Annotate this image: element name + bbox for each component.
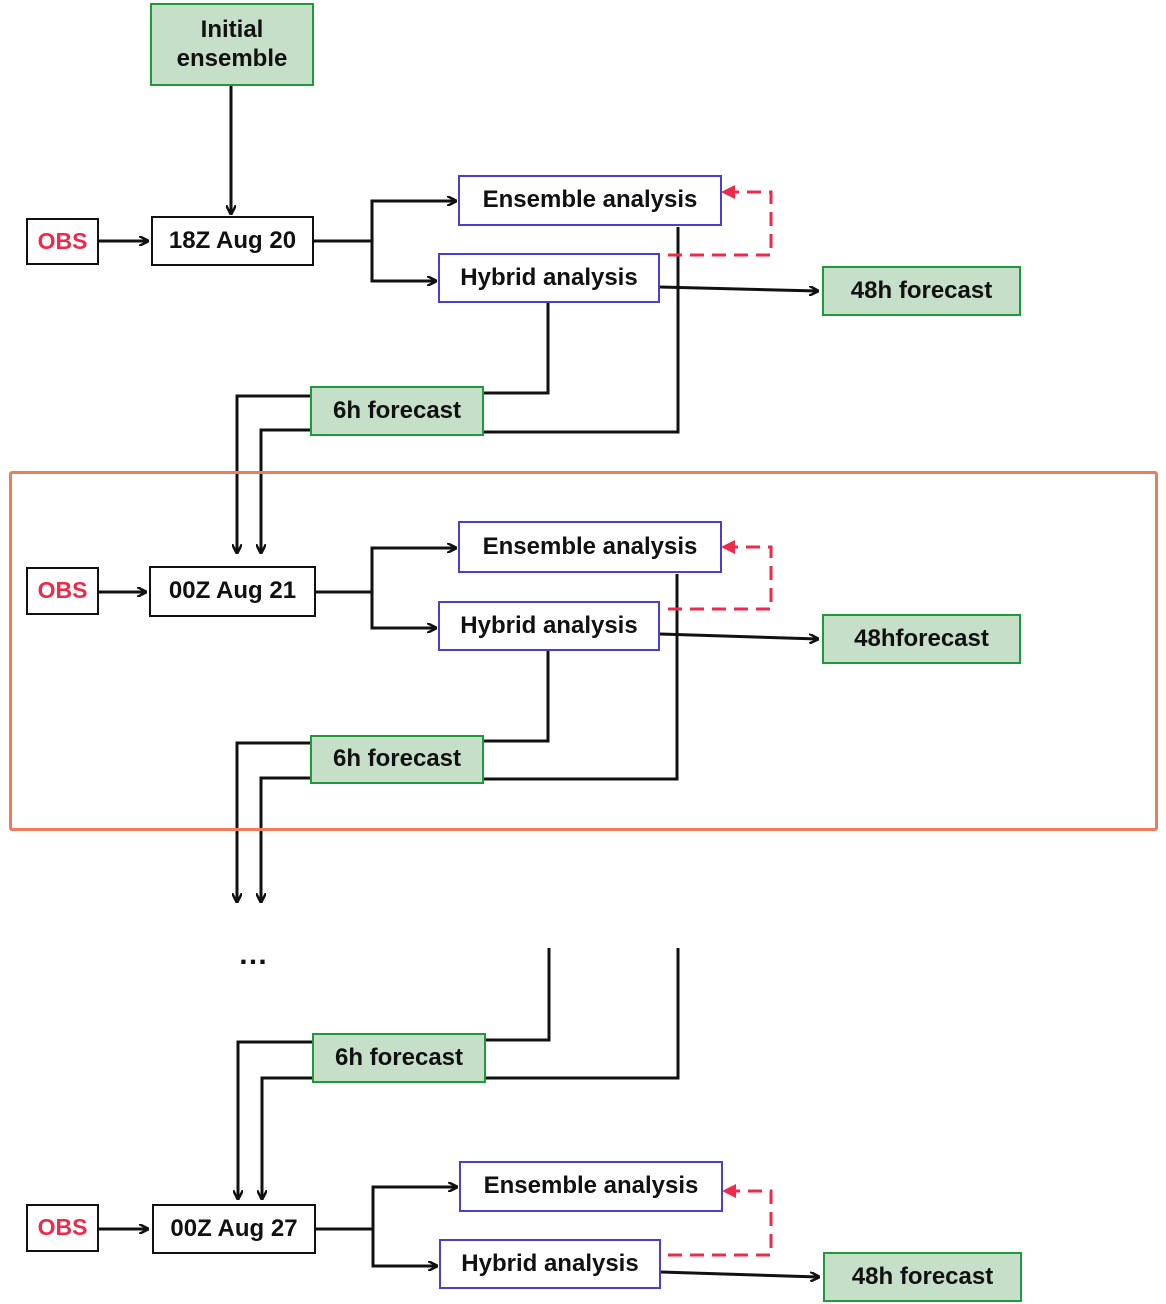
arrow-18z-to-hybrid	[370, 241, 436, 281]
time-node-00z-aug-27: 00Z Aug 27	[152, 1204, 316, 1254]
obs-node: OBS	[26, 1204, 99, 1252]
hybrid-analysis-node: Hybrid analysis	[438, 253, 660, 303]
arrow-00z27-to-ensemble	[316, 1187, 457, 1231]
arrow-18z-to-ensemble	[314, 201, 456, 243]
arrow-6h2-down-b	[261, 776, 312, 902]
feedback-loop-3	[668, 1184, 773, 1257]
obs-node: OBS	[26, 218, 99, 265]
arrow-6h-to-00z21-a	[237, 394, 312, 553]
time-node-00z-aug-21: 00Z Aug 21	[149, 566, 316, 617]
hybrid-analysis-node: Hybrid analysis	[438, 601, 660, 651]
feedback-loop-1	[668, 185, 773, 257]
ensemble-analysis-node: Ensemble analysis	[458, 175, 722, 226]
highlighted-cycle-frame	[9, 471, 1158, 831]
line-incoming-hybrid	[314, 948, 551, 1042]
forecast-6h-node: 6h forecast	[310, 386, 484, 436]
initial-ensemble-node: Initial ensemble	[150, 3, 314, 86]
continuation-ellipsis: …	[238, 938, 268, 971]
hybrid-analysis-node: Hybrid analysis	[439, 1239, 661, 1289]
arrow-6h3-to-00z27-b	[262, 1076, 314, 1199]
forecast-48h-node: 48hforecast	[822, 614, 1021, 664]
forecast-48h-node: 48h forecast	[823, 1252, 1022, 1302]
arrow-hybrid3-to-48h	[660, 1270, 819, 1277]
forecast-48h-node: 48h forecast	[822, 266, 1021, 316]
feedback-loop-2	[668, 540, 773, 611]
arrow-6h2-down-a	[237, 741, 312, 902]
arrow-hybrid2-to-48h	[659, 632, 818, 639]
ensemble-analysis-node: Ensemble analysis	[458, 521, 722, 573]
obs-node: OBS	[26, 567, 99, 615]
arrow-00z21-to-hybrid	[370, 592, 436, 628]
line-hybrid-to-6h	[312, 303, 550, 395]
arrow-6h-to-00z21-b	[261, 428, 312, 553]
time-node-18z-aug-20: 18Z Aug 20	[151, 216, 314, 266]
ensemble-analysis-node: Ensemble analysis	[459, 1161, 723, 1212]
forecast-6h-node: 6h forecast	[310, 735, 484, 784]
arrow-00z21-to-ensemble	[316, 548, 456, 594]
arrow-6h3-to-00z27-a	[238, 1040, 314, 1199]
arrow-hybrid-to-48h	[659, 285, 818, 291]
forecast-6h-node: 6h forecast	[312, 1033, 486, 1083]
arrow-00z27-to-hybrid	[371, 1229, 437, 1266]
